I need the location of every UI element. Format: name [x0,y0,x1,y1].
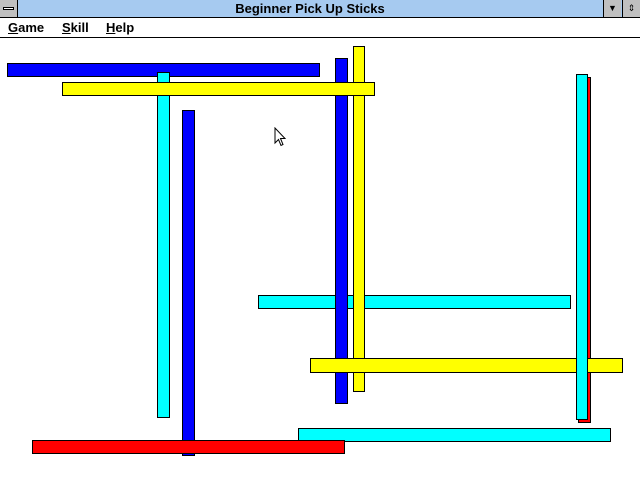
system-menu-button[interactable] [0,0,18,17]
mouse-pointer-icon [274,127,287,147]
menu-skill[interactable]: Skill [62,20,89,35]
stick-vertical[interactable] [182,110,195,456]
minimize-button[interactable]: ▼ [603,0,621,17]
title-bar: Beginner Pick Up Sticks ▼ ⇕ [0,0,640,18]
menu-help[interactable]: Help [106,20,135,35]
stick-vertical[interactable] [157,72,170,418]
stick-vertical[interactable] [353,46,365,392]
window-title: Beginner Pick Up Sticks [235,1,385,16]
menu-game[interactable]: Game [8,20,45,35]
stick-horizontal[interactable] [258,295,571,309]
stick-vertical[interactable] [576,74,588,420]
stick-horizontal[interactable] [310,358,623,373]
restore-button[interactable]: ⇕ [622,0,640,17]
stick-horizontal[interactable] [298,428,611,442]
game-board[interactable] [0,38,640,480]
menu-bar: Game Skill Help [0,18,640,38]
stick-vertical[interactable] [335,58,348,404]
stick-horizontal[interactable] [62,82,375,96]
stick-horizontal[interactable] [32,440,345,454]
